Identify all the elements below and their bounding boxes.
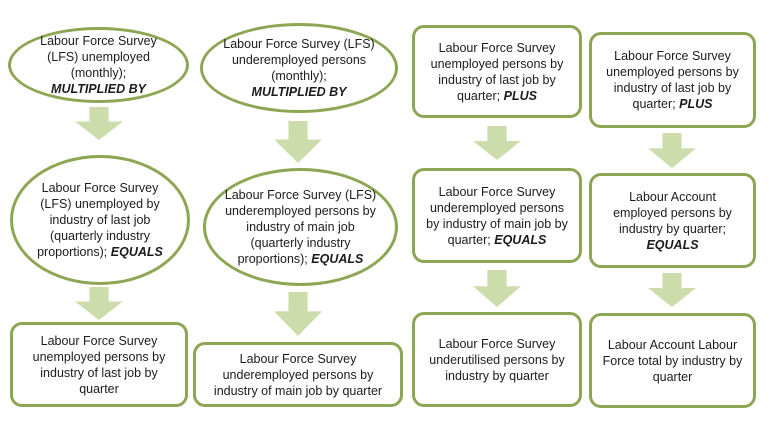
flow-node-lfs-underemployed-by-quarter: Labour Force Survey underemployed person… <box>193 342 403 407</box>
flow-node-la-employed-equals: Labour Account employed persons by indus… <box>589 173 756 268</box>
operator-label: EQUALS <box>646 237 699 252</box>
flow-node-text: Labour Force Survey unemployed persons b… <box>606 49 739 111</box>
flow-node-text: Labour Force Survey unemployed persons b… <box>430 40 564 103</box>
operator-label: EQUALS <box>494 232 547 247</box>
flow-node-text: Labour Account Labour Force total by ind… <box>602 337 743 384</box>
flow-node-text: Labour Force Survey underemployed person… <box>213 351 383 398</box>
flow-node-lfs-underemployed-monthly: Labour Force Survey (LFS) underemployed … <box>200 23 398 113</box>
operator-label: EQUALS <box>311 252 364 266</box>
flow-node-text: Labour Force Survey (LFS) unemployed by … <box>37 181 163 259</box>
down-arrow-icon <box>75 287 123 320</box>
flow-node-lfs-underemployed-industry-proportions: Labour Force Survey (LFS) underemployed … <box>203 168 398 286</box>
flow-node-lfs-underemployed-equals: Labour Force Survey underemployed person… <box>412 168 582 263</box>
flow-node-text: Labour Force Survey underemployed person… <box>426 184 568 247</box>
flow-node-lfs-underutilised-by-quarter: Labour Force Survey underutilised person… <box>412 312 582 407</box>
operator-label: PLUS <box>679 97 713 111</box>
down-arrow-icon <box>75 107 123 140</box>
operator-label: MULTIPLIED BY <box>251 85 347 99</box>
flow-node-lfs-unemployed-plus: Labour Force Survey unemployed persons b… <box>412 25 582 118</box>
flow-node-text: Labour Account employed persons by indus… <box>602 189 743 253</box>
down-arrow-icon <box>274 292 322 336</box>
down-arrow-icon <box>648 273 696 307</box>
operator-label: MULTIPLIED BY <box>51 82 146 96</box>
down-arrow-icon <box>473 270 521 307</box>
down-arrow-icon <box>274 121 322 163</box>
down-arrow-icon <box>473 126 521 160</box>
flow-node-text: Labour Force Survey unemployed persons b… <box>32 333 166 396</box>
flow-node-text: Labour Force Survey (LFS) underemployed … <box>224 188 377 266</box>
flow-node-text: Labour Force Survey (LFS) underemployed … <box>219 36 379 100</box>
flow-node-text: Labour Force Survey underutilised person… <box>429 336 565 383</box>
flow-node-text: Labour Force Survey (LFS) unemployed (mo… <box>27 33 170 97</box>
flow-node-la-labour-force-total: Labour Account Labour Force total by ind… <box>589 313 756 408</box>
flow-node-lfs-unemployed-by-quarter: Labour Force Survey unemployed persons b… <box>10 322 188 407</box>
operator-label: EQUALS <box>110 245 163 259</box>
operator-label: PLUS <box>503 88 537 103</box>
flow-node-lfs-unemployed-monthly: Labour Force Survey (LFS) unemployed (mo… <box>8 27 189 103</box>
flow-node-la-unemployed-plus: Labour Force Survey unemployed persons b… <box>589 32 756 128</box>
down-arrow-icon <box>648 133 696 168</box>
flow-node-lfs-unemployed-industry-proportions: Labour Force Survey (LFS) unemployed by … <box>10 155 190 285</box>
